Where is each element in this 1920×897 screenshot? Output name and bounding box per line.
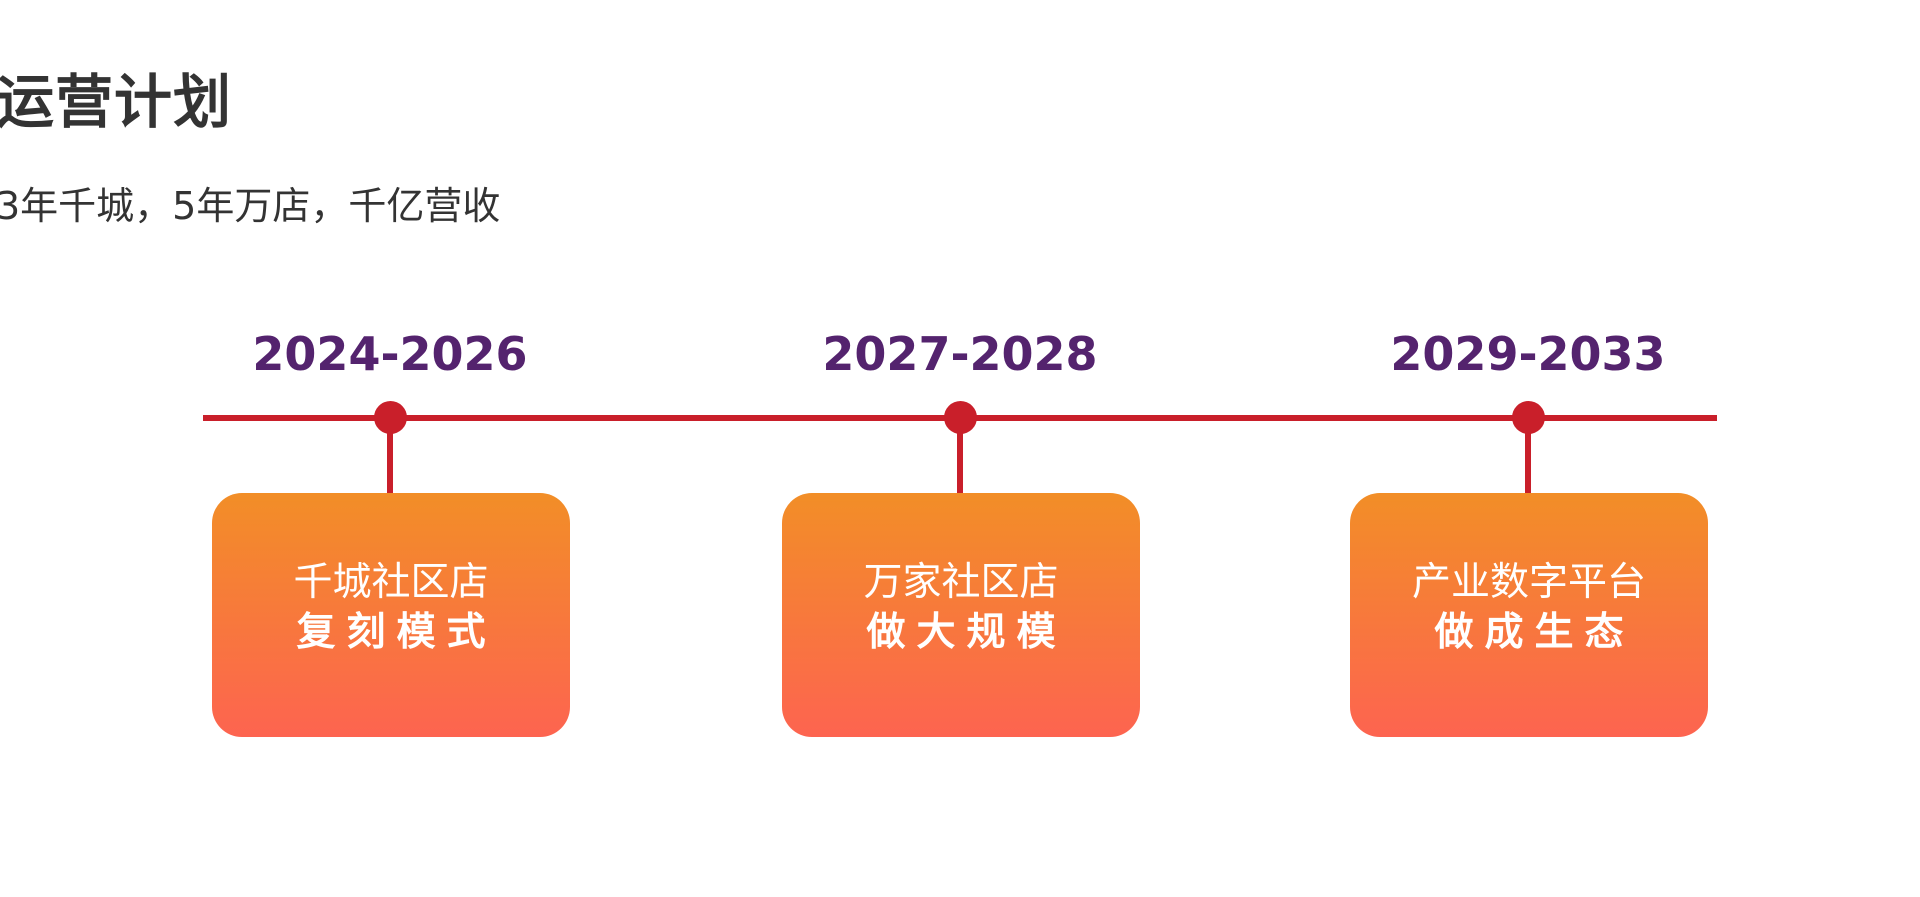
milestone-period: 2027-2028: [822, 327, 1098, 381]
milestone-card-goal: 复刻模式: [296, 610, 497, 655]
timeline-connector: [957, 430, 963, 495]
page-subtitle: 3年千城，5年万店，千亿营收: [0, 184, 501, 228]
timeline-connector: [1525, 430, 1531, 495]
milestone-card: 万家社区店 做大规模: [782, 493, 1140, 737]
milestone-period: 2024-2026: [252, 327, 528, 381]
timeline-connector: [387, 430, 393, 495]
timeline-dot-icon: [944, 401, 977, 434]
milestone-card: 产业数字平台 做成生态: [1350, 493, 1708, 737]
milestone-card-title: 万家社区店: [863, 560, 1059, 605]
milestone-card: 千城社区店 复刻模式: [212, 493, 570, 737]
milestone-card-title: 千城社区店: [293, 560, 489, 605]
milestone-card-goal: 做大规模: [866, 610, 1067, 655]
timeline-dot-icon: [1512, 401, 1545, 434]
milestone-card-title: 产业数字平台: [1411, 560, 1646, 605]
milestone-period: 2029-2033: [1390, 327, 1666, 381]
page-title: 运营计划: [0, 68, 233, 136]
milestone-card-goal: 做成生态: [1434, 610, 1635, 655]
timeline-dot-icon: [374, 401, 407, 434]
